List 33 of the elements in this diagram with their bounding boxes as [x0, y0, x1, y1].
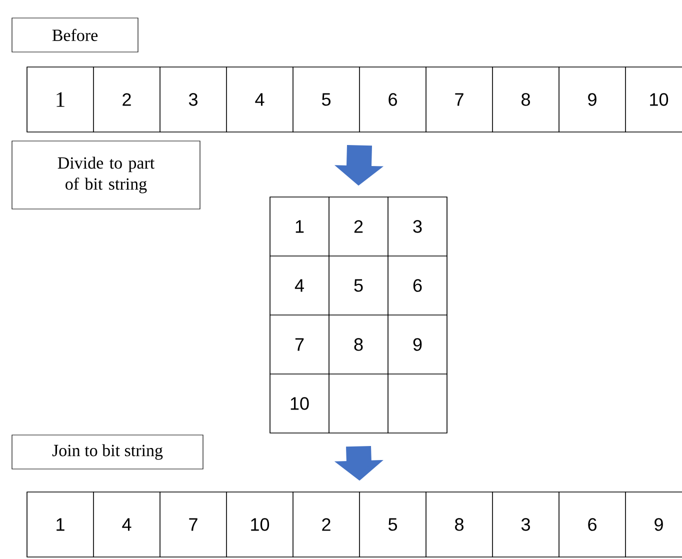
table-cell: 6 — [388, 256, 448, 316]
table-cell: 8 — [492, 66, 560, 132]
table-cell: 4 — [93, 492, 160, 558]
table-cell: 5 — [328, 256, 388, 316]
table-cell: 2 — [292, 492, 360, 558]
label-box: Before — [12, 18, 138, 52]
table-cell: 9 — [625, 492, 682, 558]
table-cell: 8 — [426, 492, 493, 558]
table-cell: 1 — [26, 66, 94, 132]
table-cell: 4 — [270, 256, 330, 316]
table-cell: 9 — [558, 66, 626, 132]
table-cell: 5 — [292, 66, 360, 132]
table-cell: 8 — [328, 314, 388, 374]
table-cell: 3 — [492, 492, 560, 558]
table-cell: 1 — [270, 196, 330, 256]
table-cell: 10 — [226, 492, 294, 558]
table-cell: 6 — [558, 492, 626, 558]
table-cell: 7 — [270, 314, 330, 374]
table-cell: 7 — [426, 66, 493, 132]
table-cell: 6 — [359, 66, 426, 132]
table-cell: 2 — [93, 66, 160, 132]
table-cell: 2 — [328, 196, 388, 256]
table-cell: 3 — [160, 66, 227, 132]
table-cell: 10 — [625, 66, 682, 132]
table-cell: 5 — [359, 492, 426, 558]
table-cell: 1 — [26, 492, 94, 558]
table-cell: 10 — [270, 374, 330, 434]
table-cell: 4 — [226, 66, 294, 132]
table-cell: 9 — [388, 314, 448, 374]
table-cell: 3 — [388, 196, 448, 256]
label-box: Join to bit string — [12, 434, 204, 470]
table-cell: 7 — [160, 492, 227, 558]
label-box: Divide to part of bit string — [12, 140, 200, 210]
